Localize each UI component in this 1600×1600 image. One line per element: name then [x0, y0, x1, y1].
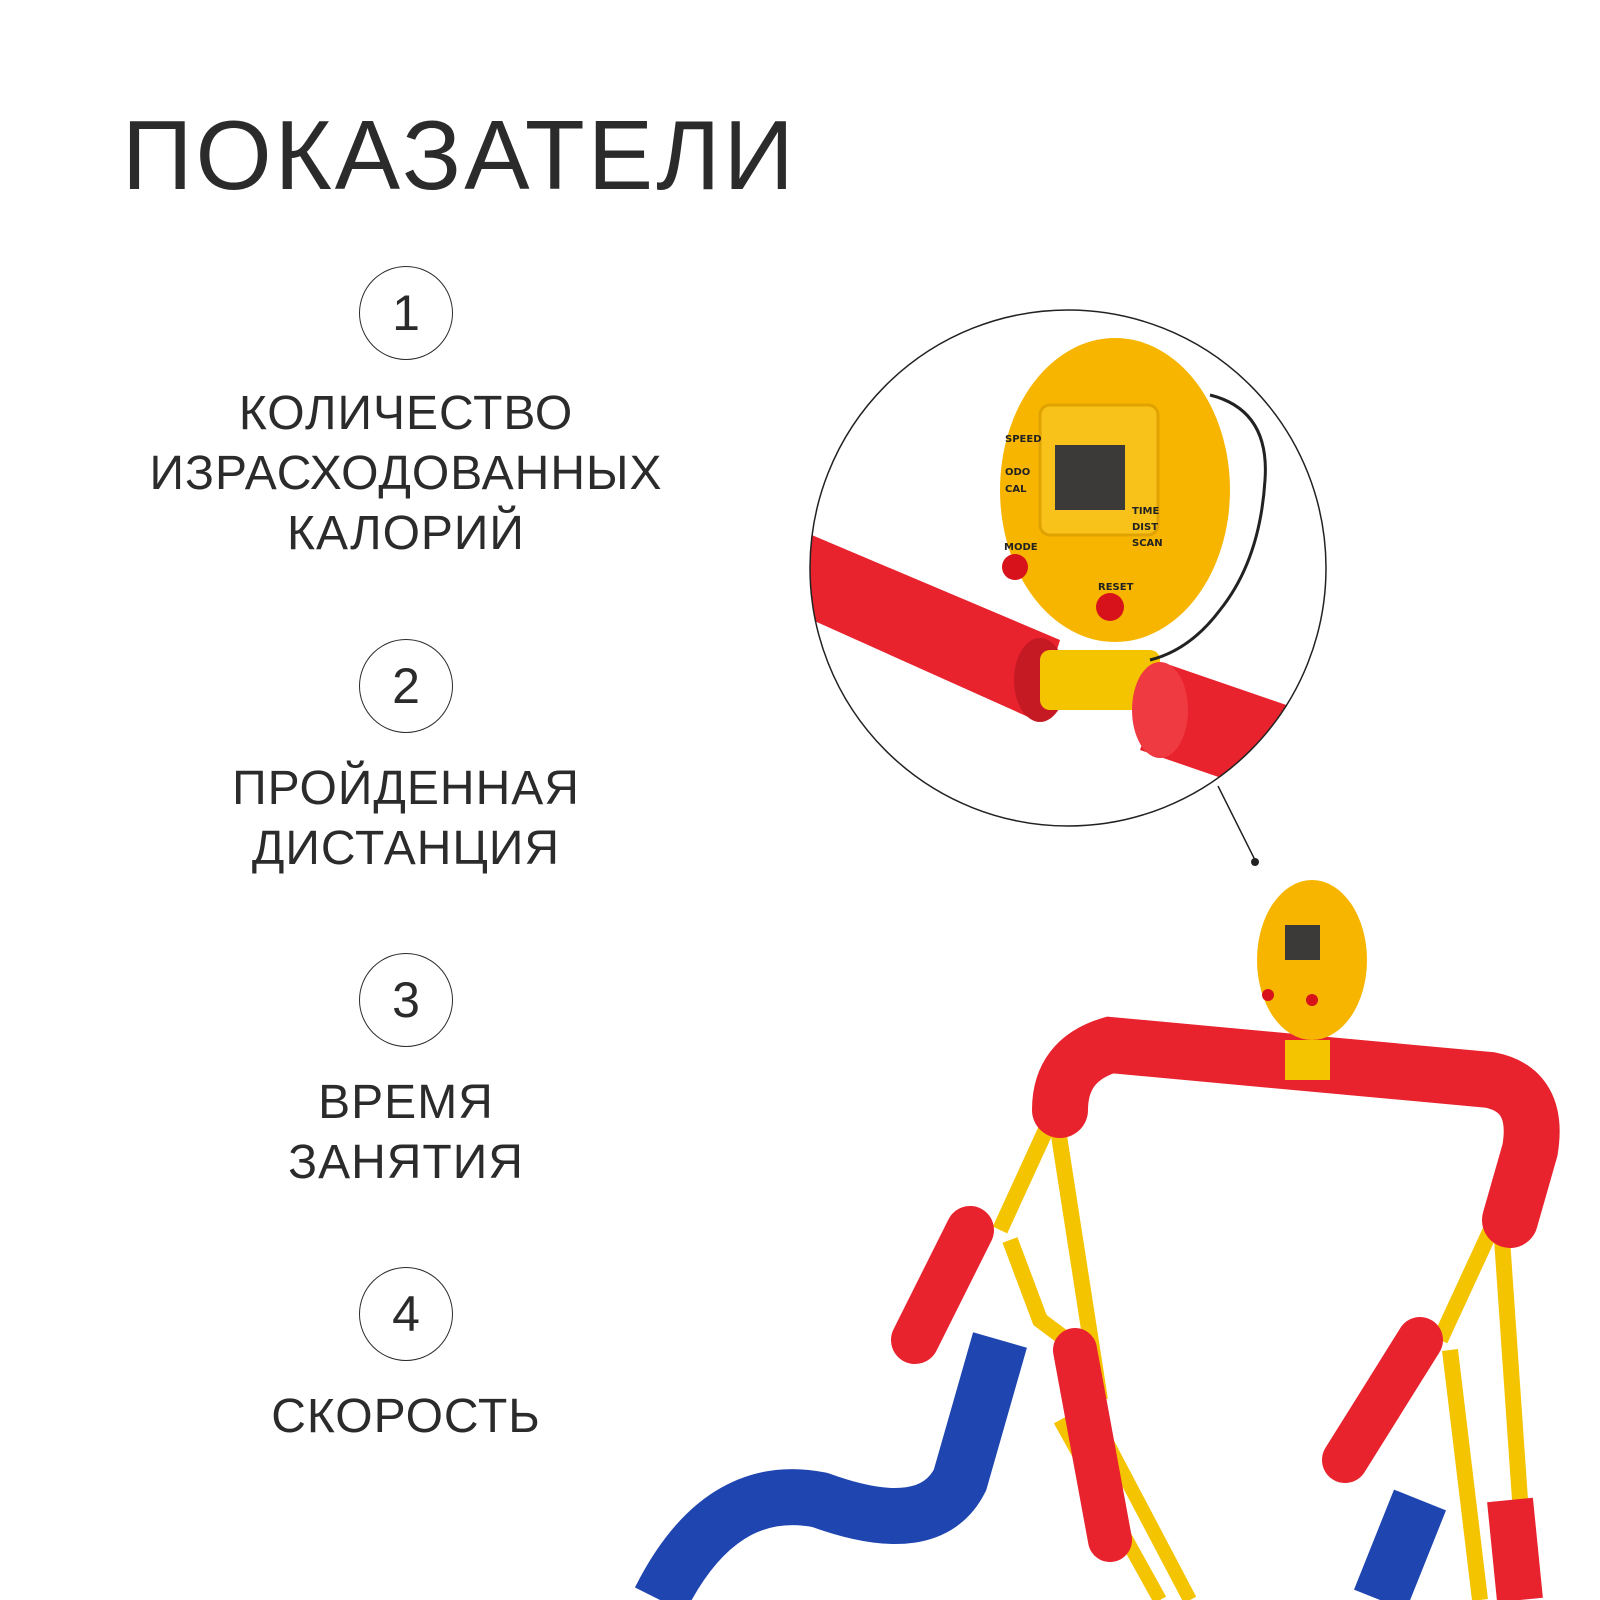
- feature-calories: 1 КОЛИЧЕСТВО ИЗРАСХОДОВАННЫХ КАЛОРИЙ: [106, 266, 706, 564]
- display-label: CAL: [1005, 484, 1027, 495]
- mode-button: [1002, 554, 1028, 580]
- feature-label: ДИСТАНЦИЯ: [251, 822, 561, 875]
- magnifier-circle: [809, 309, 1327, 827]
- feature-label: ПРОЙДЕННАЯ: [232, 762, 580, 815]
- number-badge: 2: [359, 639, 453, 733]
- reset-button: [1096, 593, 1124, 621]
- number-badge: 3: [359, 953, 453, 1047]
- display-label: DIST: [1132, 522, 1158, 533]
- display-label: RESET: [1098, 582, 1134, 593]
- lcd-screen: [1055, 445, 1125, 510]
- page-title: ПОКАЗАТЕЛИ: [122, 100, 797, 210]
- pointer-line: [1217, 785, 1256, 861]
- display-label: MODE: [1004, 542, 1038, 553]
- feature-label: КОЛИЧЕСТВО: [238, 387, 574, 440]
- feature-label: ЗАНЯТИЯ: [288, 1136, 524, 1189]
- pointer-dot: [1251, 858, 1259, 866]
- feature-label: КАЛОРИЙ: [287, 507, 525, 560]
- feature-time: 3 ВРЕМЯ ЗАНЯТИЯ: [106, 953, 706, 1193]
- feature-speed: 4 СКОРОСТЬ: [106, 1267, 706, 1447]
- svg-text:SPEED ODO CAL: SPEED ODO CAL TIME DIST SCAN MODE RESET: [1004, 434, 1166, 593]
- number-badge: 1: [359, 266, 453, 360]
- display-label: SPEED: [1005, 434, 1042, 445]
- number-badge: 4: [359, 1267, 453, 1361]
- display-label: ODO: [1005, 467, 1030, 478]
- feature-label: ВРЕМЯ: [318, 1076, 494, 1129]
- feature-distance: 2 ПРОЙДЕННАЯ ДИСТАНЦИЯ: [106, 639, 706, 879]
- feature-label: СКОРОСТЬ: [271, 1390, 541, 1443]
- feature-label: ИЗРАСХОДОВАННЫХ: [149, 447, 663, 500]
- display-label: SCAN: [1132, 538, 1163, 549]
- display-label: TIME: [1132, 506, 1159, 517]
- treadmill: [634, 880, 1560, 1600]
